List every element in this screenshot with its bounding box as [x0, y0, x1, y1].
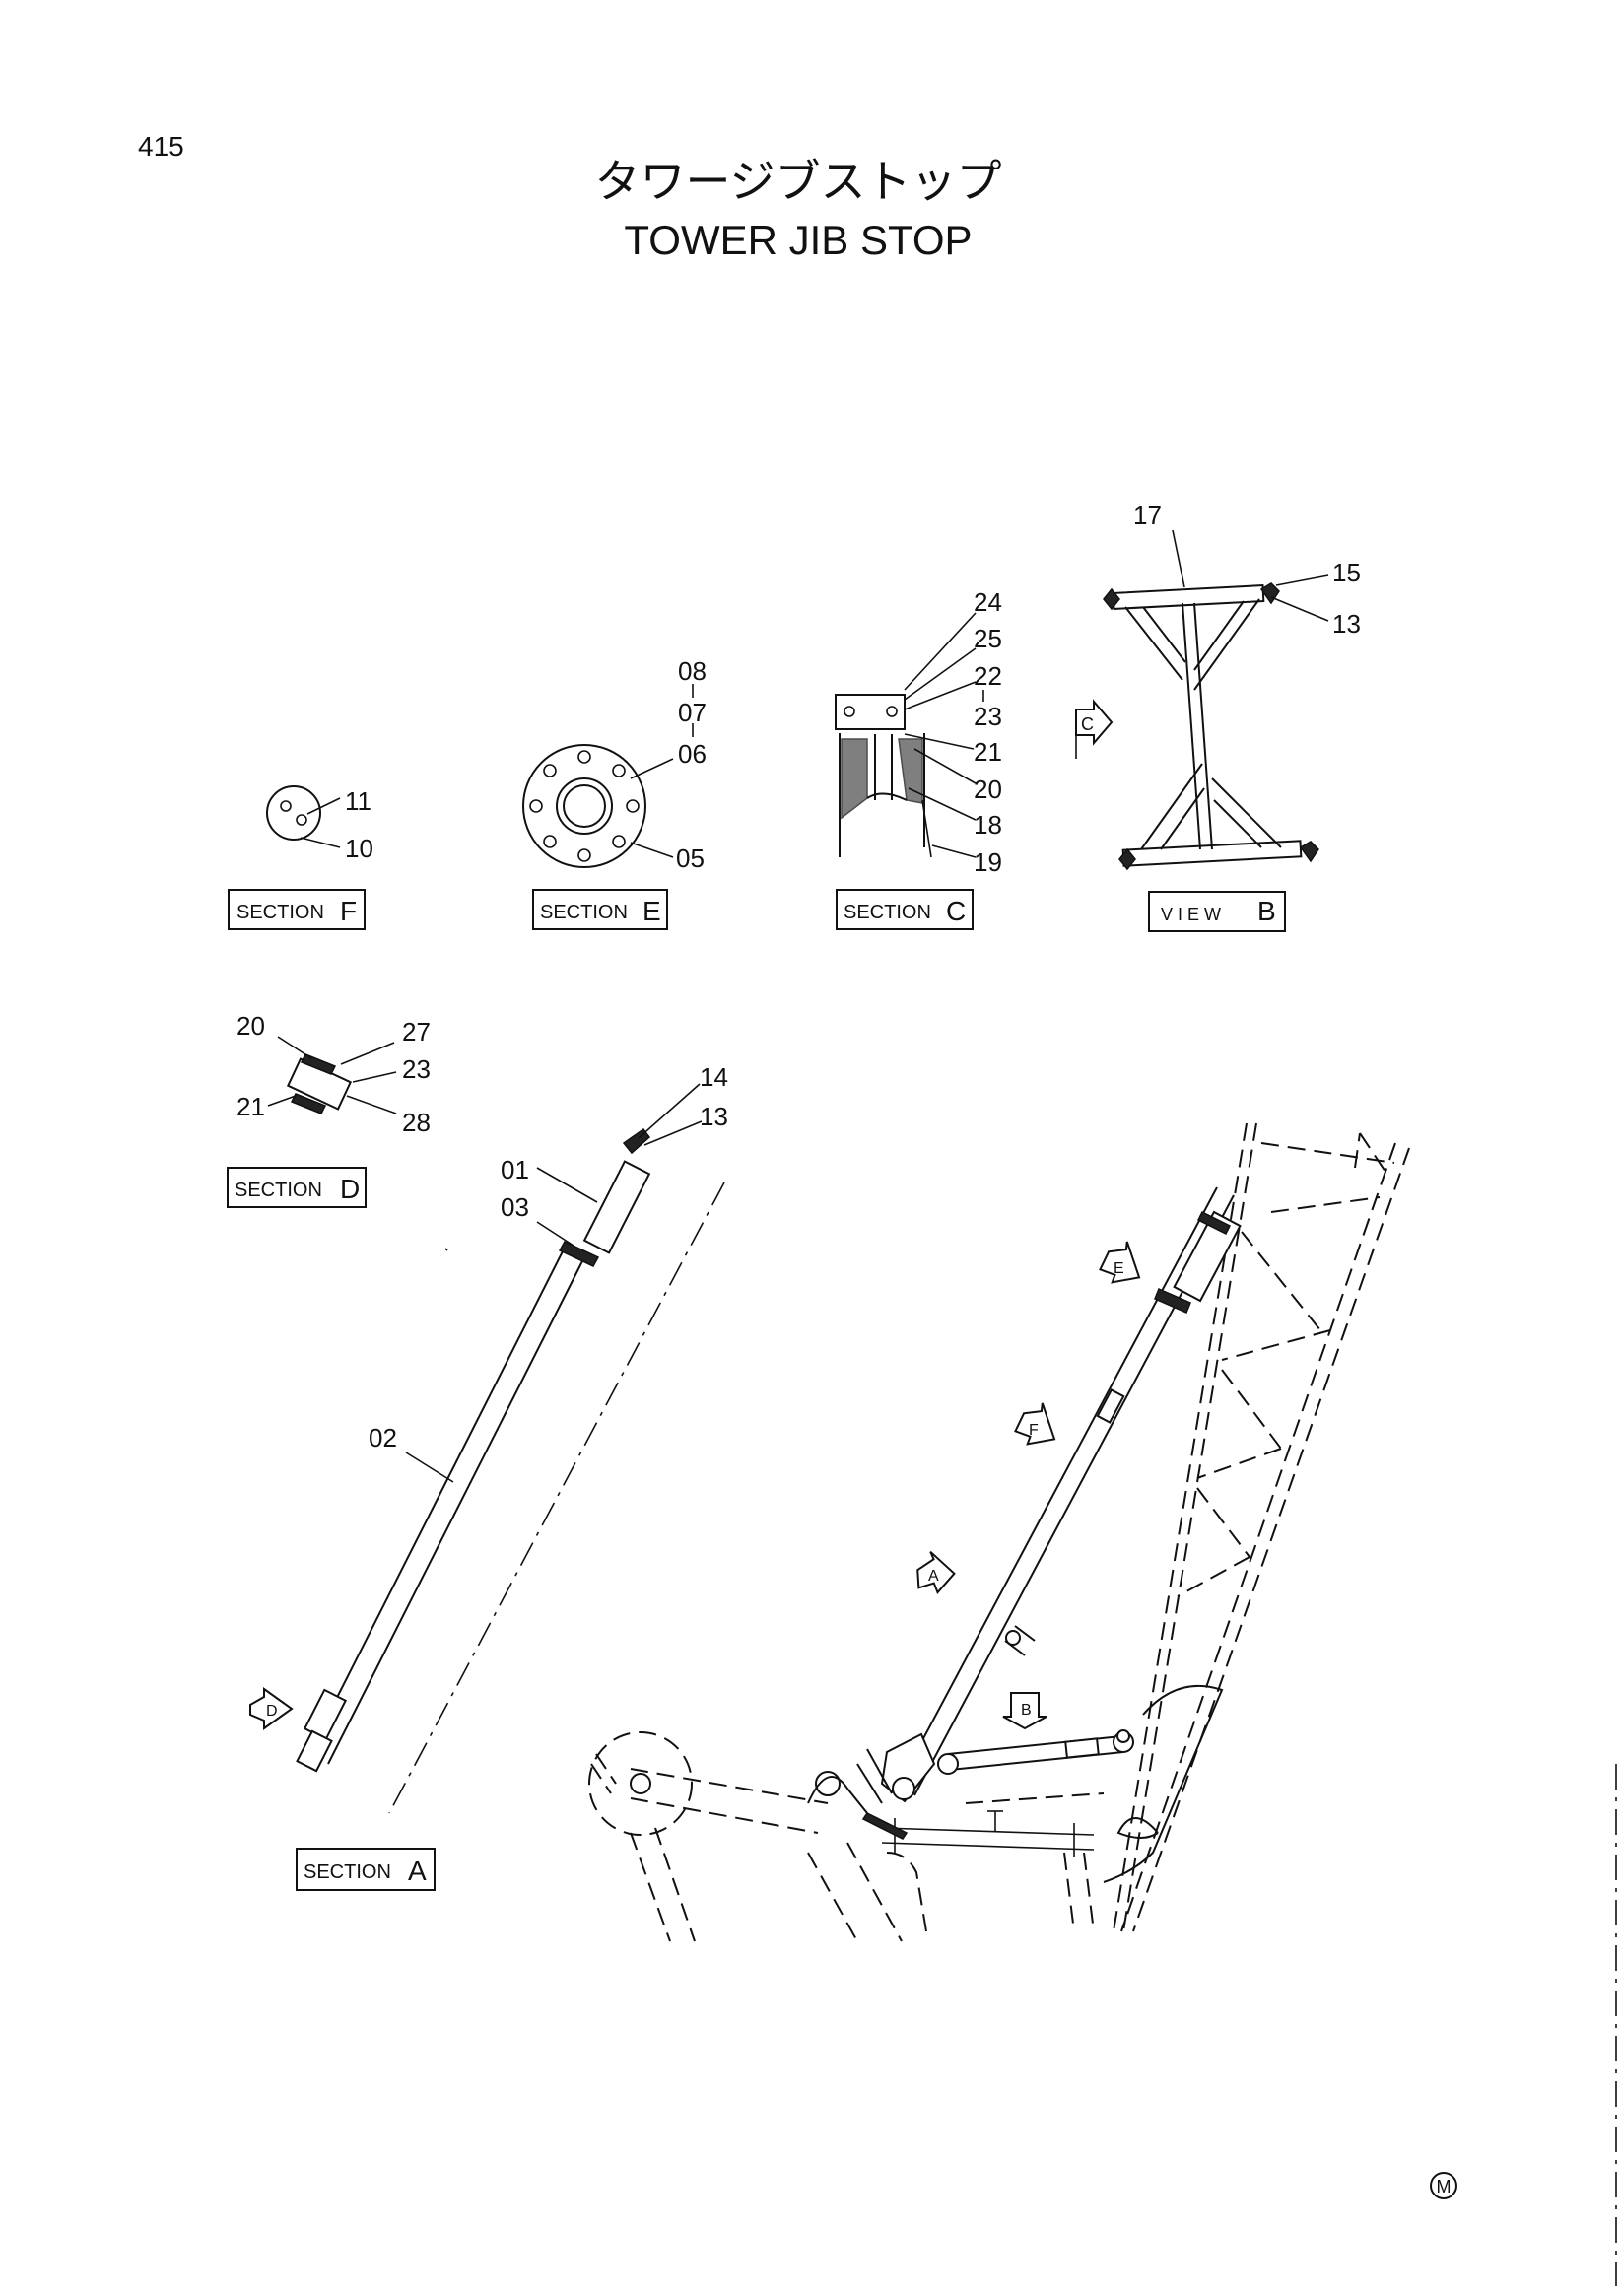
title-japanese: タワージブストップ: [594, 156, 1001, 207]
callout-01: 01: [501, 1155, 529, 1184]
callout-18: 18: [974, 810, 1002, 840]
section-d-label: SECTION D: [227, 1167, 367, 1208]
view-arrow-d: D: [249, 1687, 294, 1730]
section-c-detail: 24 25 22 23 21 20 18 19: [835, 587, 1002, 877]
footer-mark: M: [1430, 2172, 1457, 2199]
section-e-detail: 08 07 06 05: [522, 656, 707, 873]
svg-text:M: M: [1437, 2177, 1452, 2196]
callout-25: 25: [974, 624, 1002, 653]
section-d-detail: 20 27 23 21 28: [236, 1011, 431, 1137]
svg-text:E: E: [642, 896, 661, 926]
callout-21-d: 21: [236, 1092, 265, 1121]
view-arrow-b: B: [1002, 1692, 1047, 1730]
section-f-detail: 11 10: [266, 785, 373, 863]
callout-24: 24: [974, 587, 1002, 617]
callout-23-d: 23: [402, 1054, 431, 1084]
svg-text:C: C: [946, 896, 966, 926]
callout-20: 20: [974, 775, 1002, 804]
section-f-label: SECTION F: [228, 889, 366, 930]
svg-text:V I E W: V I E W: [1161, 905, 1221, 924]
view-arrow-f: F: [1014, 1402, 1056, 1446]
title-english: TOWER JIB STOP: [624, 217, 972, 263]
callout-14: 14: [700, 1062, 728, 1092]
callout-03: 03: [501, 1192, 529, 1222]
svg-text:E: E: [1114, 1260, 1124, 1277]
section-a-label: SECTION A: [296, 1848, 436, 1891]
callout-08: 08: [678, 656, 707, 686]
callout-07: 07: [678, 698, 707, 727]
svg-text:SECTION: SECTION: [304, 1861, 391, 1883]
svg-text:F: F: [340, 896, 357, 926]
svg-text:SECTION: SECTION: [844, 902, 931, 923]
callout-20-d: 20: [236, 1011, 265, 1041]
callout-28: 28: [402, 1108, 431, 1137]
svg-text:B: B: [1257, 896, 1276, 926]
callout-27: 27: [402, 1017, 431, 1047]
callout-11: 11: [345, 786, 371, 816]
section-c-label: SECTION C: [836, 889, 974, 930]
svg-text:SECTION: SECTION: [235, 1180, 322, 1201]
view-arrow-c: C: [1075, 699, 1114, 759]
svg-text:F: F: [1029, 1422, 1039, 1439]
svg-text:SECTION: SECTION: [540, 902, 628, 923]
callout-23: 23: [974, 702, 1002, 731]
svg-text:A: A: [408, 1856, 427, 1886]
view-b-label: V I E W B: [1148, 891, 1286, 932]
svg-text:SECTION: SECTION: [236, 902, 324, 923]
callout-19: 19: [974, 847, 1002, 877]
svg-text:C: C: [1081, 714, 1094, 734]
view-b-detail: 17 15 13: [1103, 501, 1361, 871]
page-number: 415: [138, 131, 184, 162]
section-a-rod: 01 03 14 13 02: [296, 1062, 728, 1814]
callout-02: 02: [369, 1423, 397, 1452]
svg-text:A: A: [928, 1568, 939, 1585]
callout-13: 13: [1332, 609, 1361, 639]
callout-17: 17: [1133, 501, 1162, 530]
callout-21: 21: [974, 737, 1002, 767]
section-e-label: SECTION E: [532, 889, 668, 930]
svg-text:B: B: [1021, 1702, 1032, 1719]
svg-text:D: D: [266, 1703, 278, 1720]
tower-jib-assembly: [588, 1122, 1410, 1942]
view-arrow-e: E: [1099, 1241, 1141, 1284]
callout-06: 06: [678, 739, 707, 769]
svg-text:D: D: [340, 1174, 360, 1204]
callout-22: 22: [974, 661, 1002, 691]
callout-10: 10: [345, 834, 373, 863]
view-arrow-a: A: [916, 1550, 956, 1594]
callout-13-a: 13: [700, 1102, 728, 1131]
callout-15: 15: [1332, 558, 1361, 587]
callout-05: 05: [676, 844, 705, 873]
